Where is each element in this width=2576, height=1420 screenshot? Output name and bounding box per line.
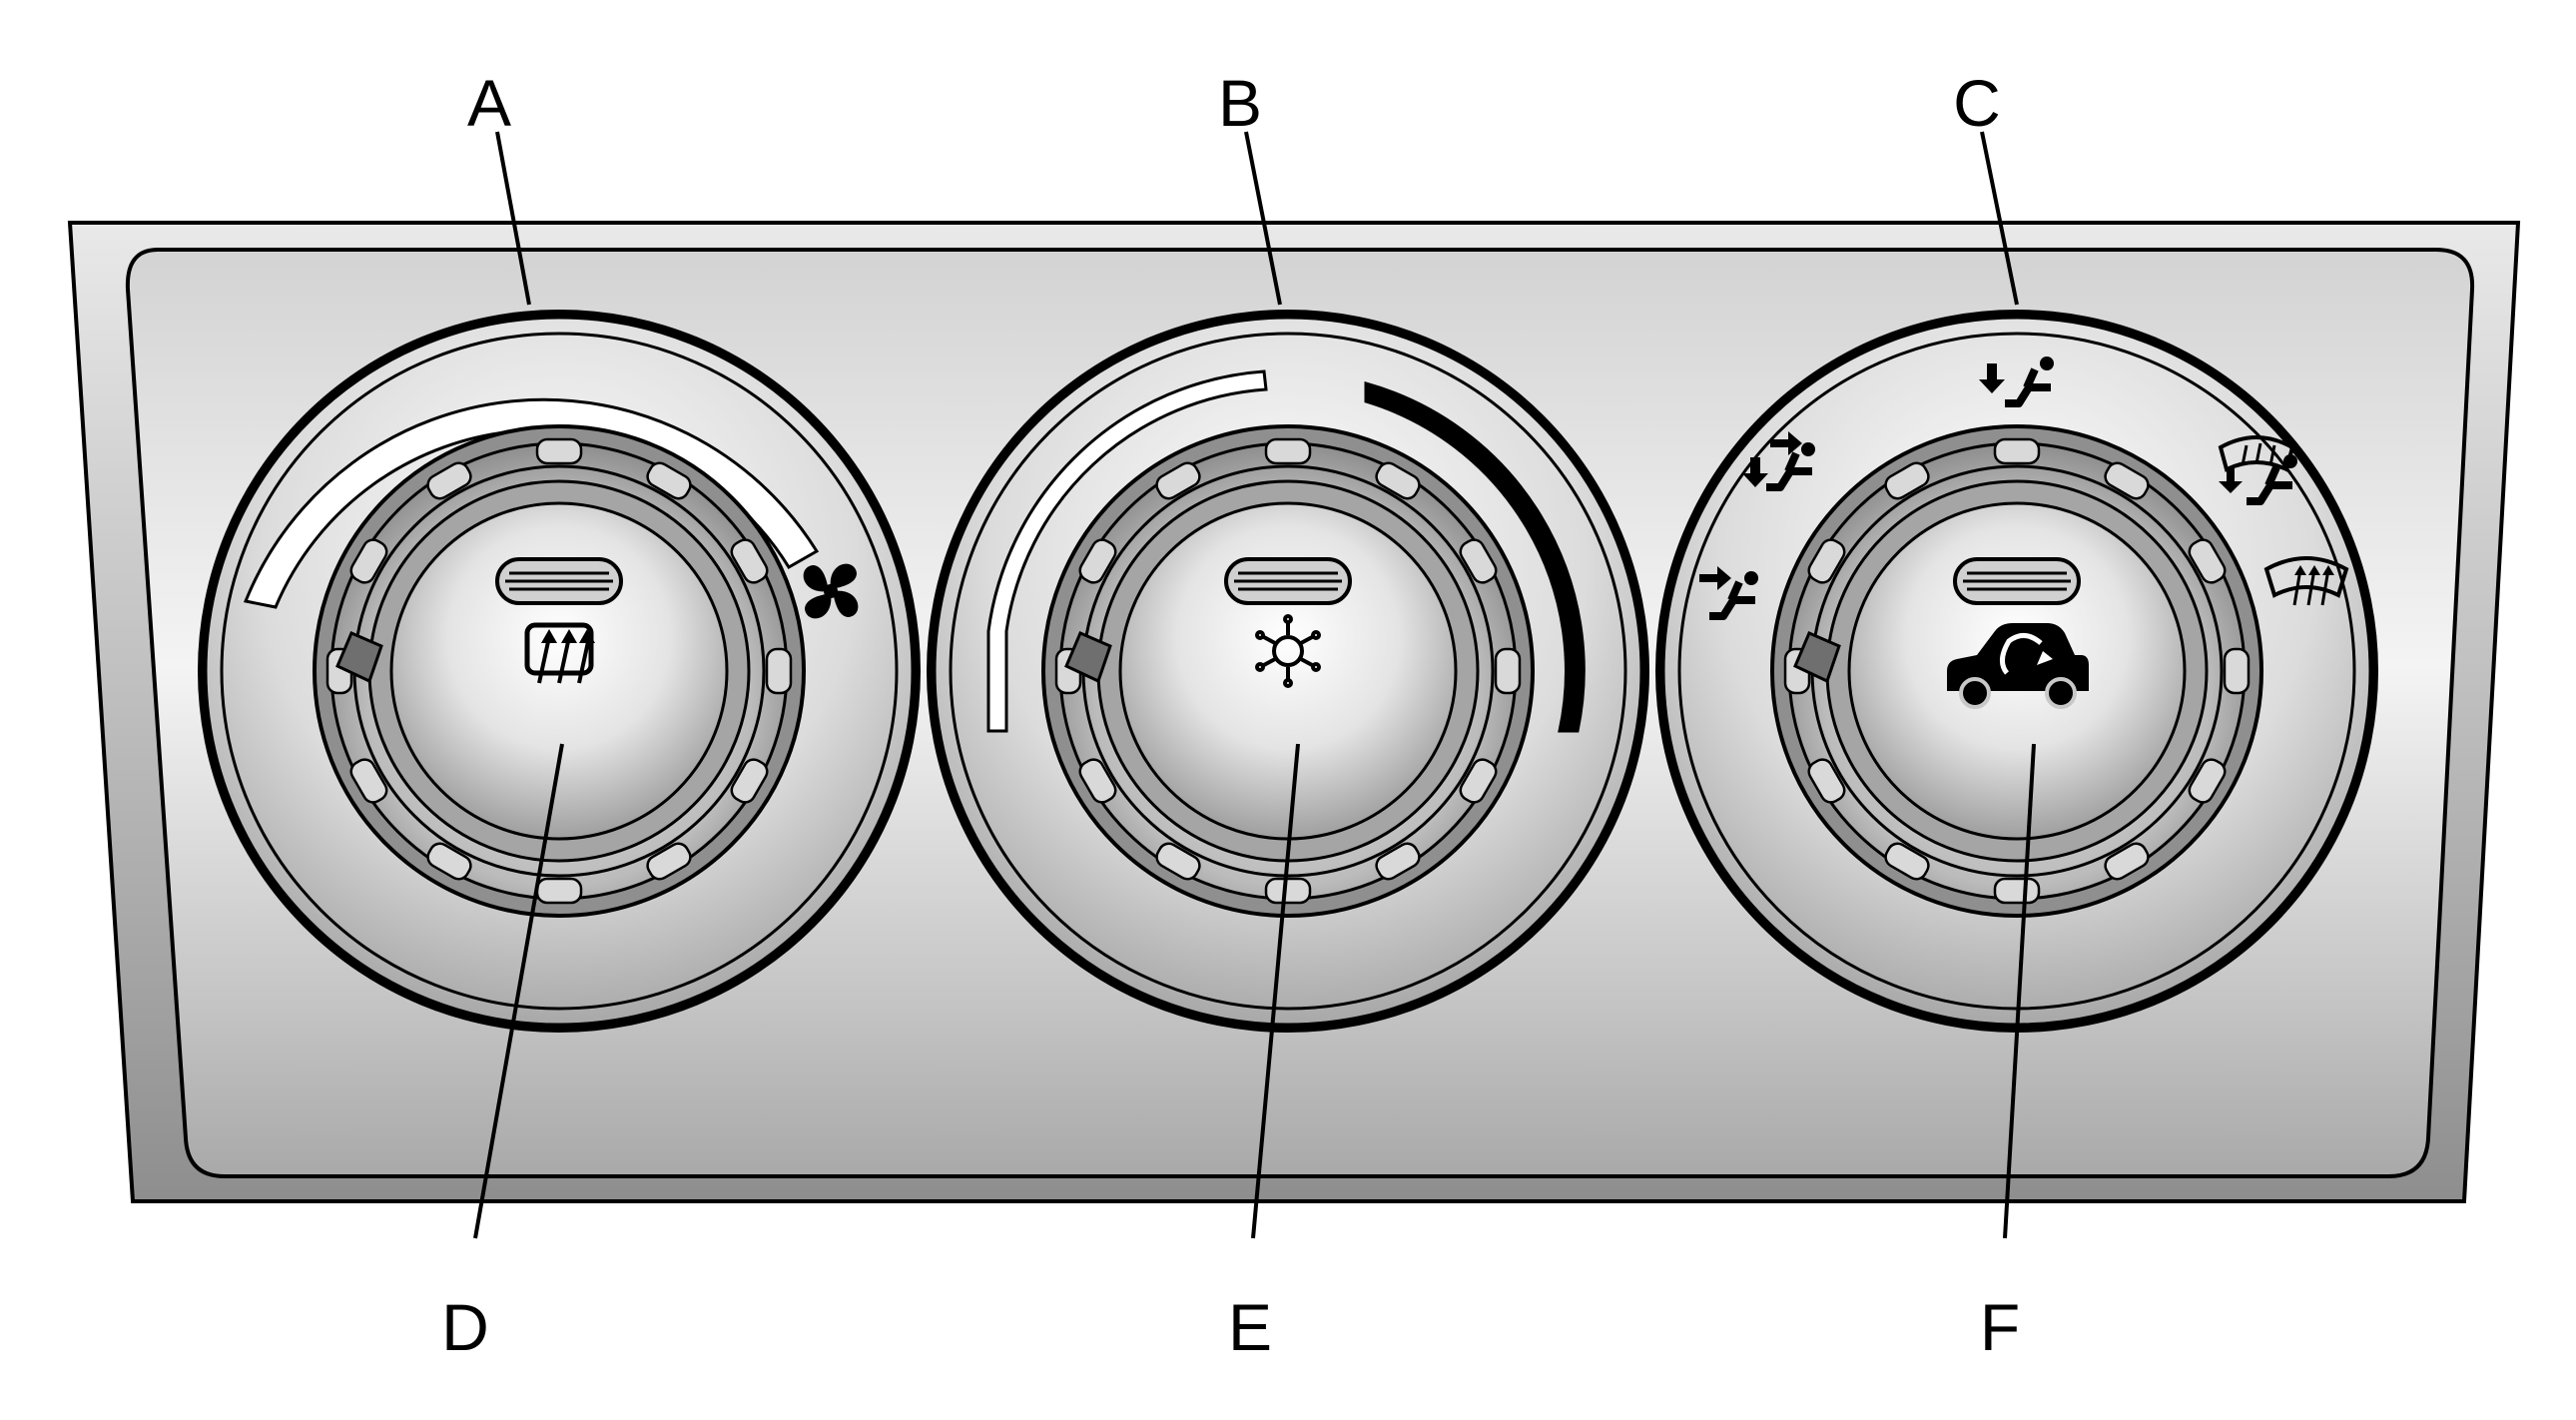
floor-icon — [1979, 356, 2054, 407]
temperature-knob[interactable] — [927, 310, 1649, 1033]
fan-icon — [803, 563, 859, 619]
windshield-defrost-icon — [2263, 556, 2349, 606]
temperature-scale-warm — [1364, 381, 1586, 733]
leader-e — [1251, 743, 1300, 1239]
temperature-scale-cool — [986, 369, 1268, 733]
leader-c — [1980, 131, 2019, 306]
callout-label-c: C — [1953, 66, 2001, 140]
snowflake-icon — [1255, 614, 1321, 688]
rear-defrost-icon — [524, 622, 595, 684]
fan-speed-knob[interactable] — [198, 310, 921, 1033]
fan-speed-scale — [243, 397, 820, 609]
air-delivery-mode-knob[interactable] — [1655, 310, 2378, 1033]
leader-d — [473, 743, 564, 1239]
callout-label-b: B — [1218, 66, 1262, 140]
callout-label-a: A — [467, 66, 511, 140]
leader-a — [495, 131, 531, 306]
leader-b — [1244, 131, 1282, 306]
bi-level-icon — [1742, 431, 1815, 491]
defog-icon — [2218, 435, 2297, 505]
callout-label-d: D — [441, 1290, 489, 1364]
callout-label-f: F — [1980, 1290, 2020, 1364]
leader-f — [2003, 743, 2036, 1239]
callout-leaders — [473, 131, 2036, 1239]
recirculation-icon — [1947, 623, 2089, 709]
callout-label-e: E — [1228, 1290, 1272, 1364]
vent-icon — [1699, 566, 1758, 620]
